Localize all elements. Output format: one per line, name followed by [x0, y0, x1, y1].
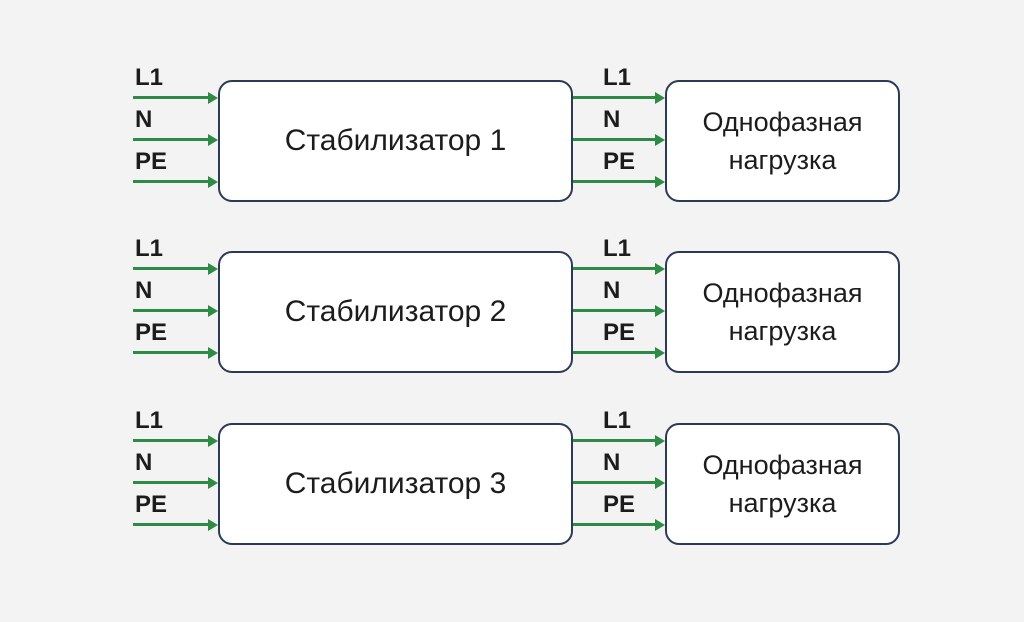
- arrow-right-icon: [573, 351, 655, 354]
- arrow-right-icon: [133, 309, 208, 312]
- load-3-label-line1: Однофазная: [702, 450, 863, 480]
- row2-output-wires: L1 N PE: [573, 235, 665, 373]
- row2-input-label-n: N: [135, 277, 153, 304]
- row3-input-label-l1: L1: [135, 407, 164, 434]
- arrow-right-icon: [573, 96, 655, 99]
- stabilizer-2-label: Стабилизатор 2: [284, 295, 507, 328]
- arrow-right-icon: [133, 481, 208, 484]
- arrow-right-icon: [573, 523, 655, 526]
- row2-output-label-pe: PE: [603, 319, 636, 346]
- load-3-label-line2: нагрузка: [728, 488, 837, 518]
- arrow-right-icon: [133, 138, 208, 141]
- stabilizer-3-label: Стабилизатор 3: [284, 467, 507, 500]
- row2-input-label-l1: L1: [135, 235, 164, 262]
- row3-output-label-n: N: [603, 449, 621, 476]
- load-1-label-line2: нагрузка: [728, 145, 837, 175]
- stabilizer-2-box: Стабилизатор 2: [218, 251, 573, 373]
- row2-input-wires: L1 N PE: [133, 235, 218, 373]
- arrow-right-icon: [573, 309, 655, 312]
- load-2-label-line2: нагрузка: [728, 316, 837, 346]
- stabilizer-row-1: L1 N PE Стабилизатор 1 L1 N PE Однофазна…: [133, 64, 900, 202]
- arrow-right-icon: [573, 267, 655, 270]
- row3-input-label-n: N: [135, 449, 153, 476]
- row2-output-label-n: N: [603, 277, 621, 304]
- arrow-right-icon: [133, 96, 208, 99]
- arrow-right-icon: [133, 439, 208, 442]
- row3-output-label-pe: PE: [603, 491, 636, 518]
- row1-output-wires: L1 N PE: [573, 64, 665, 202]
- stabilizer-row-3: L1 N PE Стабилизатор 3 L1 N PE Однофазна…: [133, 407, 900, 545]
- row3-input-wires: L1 N PE: [133, 407, 218, 545]
- row1-output-label-n: N: [603, 106, 621, 133]
- arrow-right-icon: [573, 439, 655, 442]
- row1-input-wires: L1 N PE: [133, 64, 218, 202]
- arrow-right-icon: [573, 180, 655, 183]
- row1-output-label-l1: L1: [603, 64, 632, 91]
- arrow-right-icon: [133, 523, 208, 526]
- load-3-box: Однофазная нагрузка: [665, 423, 900, 545]
- stabilizer-row-2: L1 N PE Стабилизатор 2 L1 N PE Однофазна…: [133, 235, 900, 373]
- stabilizer-1-box: Стабилизатор 1: [218, 80, 573, 202]
- arrow-right-icon: [133, 180, 208, 183]
- row3-input-label-pe: PE: [135, 491, 168, 518]
- arrow-right-icon: [573, 138, 655, 141]
- arrow-right-icon: [133, 267, 208, 270]
- row2-input-label-pe: PE: [135, 319, 168, 346]
- load-2-box: Однофазная нагрузка: [665, 251, 900, 373]
- load-1-box: Однофазная нагрузка: [665, 80, 900, 202]
- stabilizer-3-box: Стабилизатор 3: [218, 423, 573, 545]
- row1-input-label-n: N: [135, 106, 153, 133]
- load-2-label-line1: Однофазная: [702, 278, 863, 308]
- arrow-right-icon: [133, 351, 208, 354]
- arrow-right-icon: [573, 481, 655, 484]
- load-1-label-line1: Однофазная: [702, 107, 863, 137]
- row1-input-label-l1: L1: [135, 64, 164, 91]
- row1-output-label-pe: PE: [603, 148, 636, 175]
- row3-output-label-l1: L1: [603, 407, 632, 434]
- row3-output-wires: L1 N PE: [573, 407, 665, 545]
- stabilizer-1-label: Стабилизатор 1: [284, 124, 507, 157]
- row1-input-label-pe: PE: [135, 148, 168, 175]
- row2-output-label-l1: L1: [603, 235, 632, 262]
